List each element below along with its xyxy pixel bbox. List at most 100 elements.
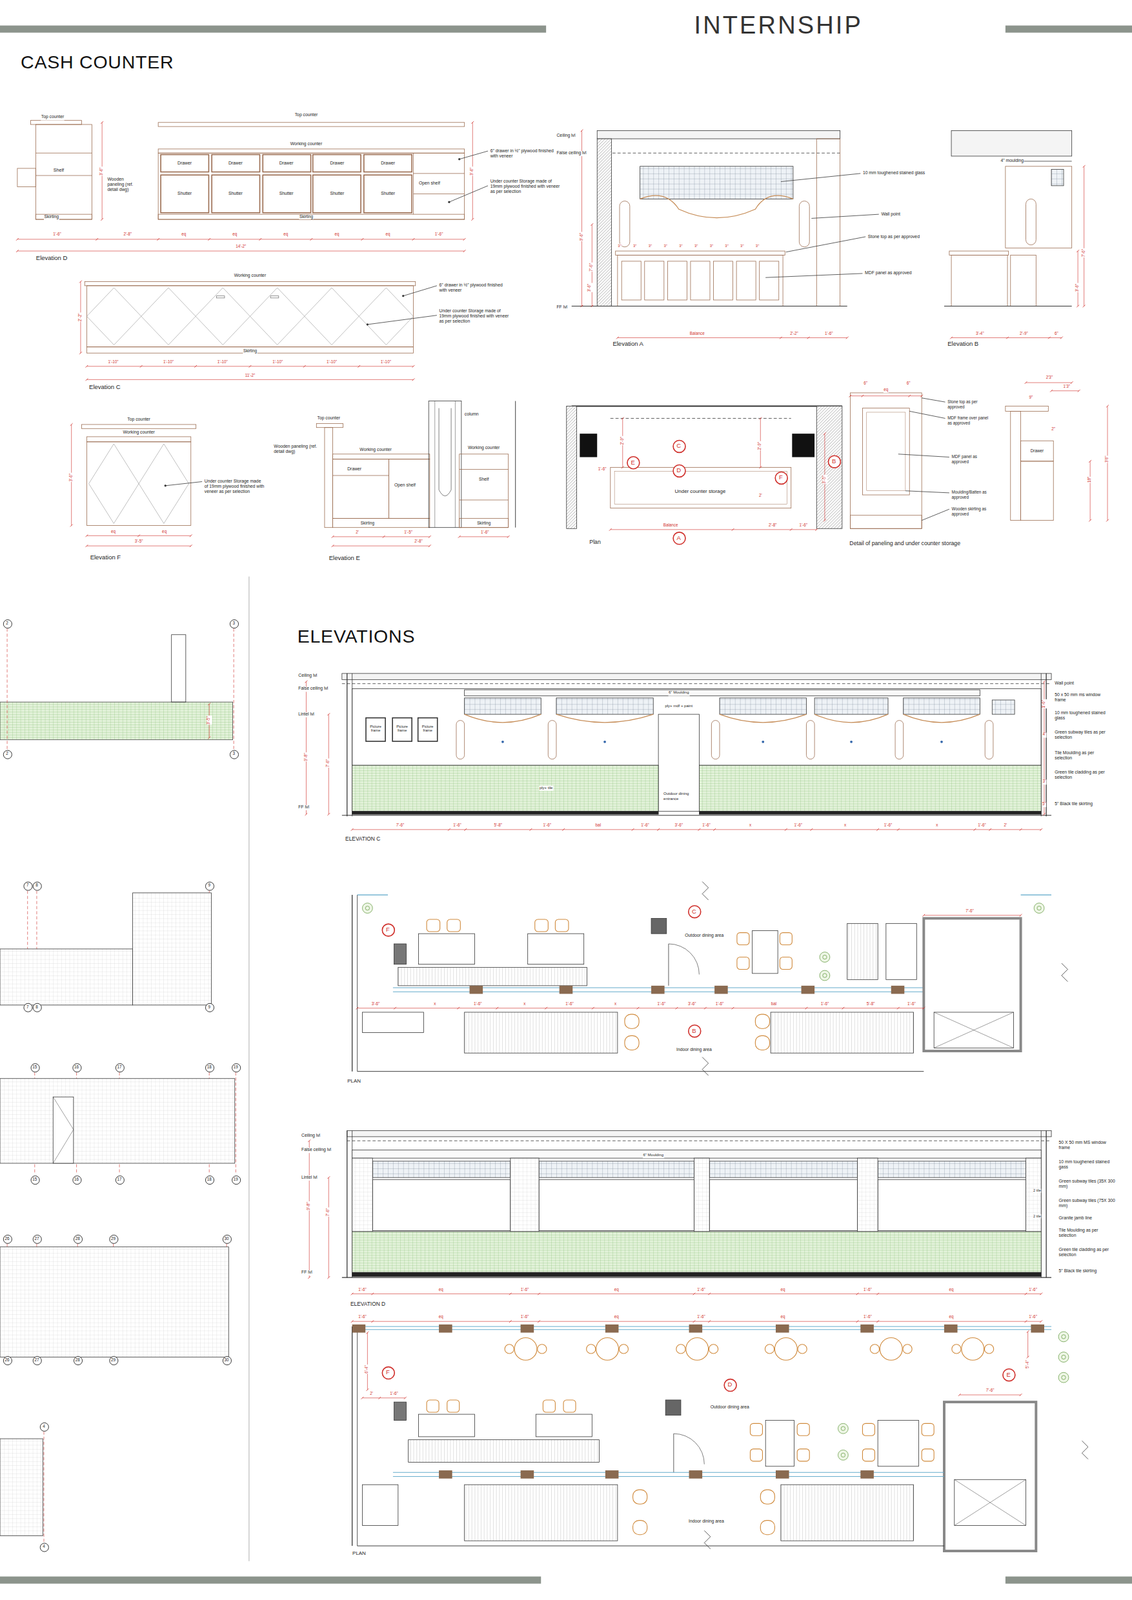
grid-number: 2 — [5, 621, 9, 627]
dimension-tick — [305, 813, 308, 816]
dimension-tick — [412, 365, 415, 368]
dimension-tick — [1082, 165, 1086, 168]
chair — [749, 1423, 763, 1436]
dimension-text: 1'-6" — [697, 1315, 707, 1321]
circle-outline — [3, 1235, 12, 1244]
annotation: Top counter — [127, 416, 151, 423]
annotation: 2 tile — [1033, 1188, 1042, 1193]
break-symbol — [702, 882, 708, 901]
paneling-detail — [849, 393, 922, 529]
section-callout: D — [723, 1378, 738, 1393]
chair — [586, 1344, 596, 1355]
dimension-tick — [922, 1007, 925, 1011]
cabinet-cell: Shutter — [211, 174, 261, 213]
annotation: 10 mm toughened stained gass — [1058, 1160, 1117, 1171]
chair — [537, 1344, 547, 1355]
cell-label: Drawer — [380, 160, 395, 166]
line — [454, 401, 456, 528]
dimension-text: 6" — [906, 382, 911, 387]
dimension-line — [1107, 405, 1109, 521]
dimension-tick — [361, 1397, 364, 1400]
dimension-line — [459, 536, 509, 537]
subway-tile-jamb — [693, 1158, 710, 1233]
dimension-tick — [922, 914, 925, 918]
dimension-text: 2'3" — [1045, 375, 1053, 381]
door-leaf — [673, 1434, 674, 1473]
chair — [862, 1449, 875, 1462]
grid-bubble: 29 — [108, 1355, 118, 1365]
dimension-tick — [697, 828, 701, 832]
annotation: Shelf — [478, 477, 489, 483]
dimension-text: 18" — [1088, 476, 1093, 483]
dimension-tick — [1039, 1320, 1043, 1324]
grid-bubble: 26 — [2, 1234, 12, 1244]
dimension-tick — [156, 238, 160, 241]
leader-dot — [458, 158, 461, 161]
table — [418, 933, 475, 965]
annotation: Elevation C — [89, 384, 121, 392]
annotation: Outdoor dining entrance — [663, 792, 695, 802]
divider — [248, 576, 250, 1562]
annotation: FF lvl — [301, 1270, 314, 1276]
dimension-tick — [357, 365, 361, 368]
grid-number: 30 — [224, 1237, 230, 1242]
dimension-text: 3'-5" — [822, 475, 827, 485]
dimension-text: 7'-6" — [965, 909, 975, 914]
glazing — [1020, 894, 1052, 896]
grid-number: 8 — [35, 1005, 39, 1011]
dimension-tick — [856, 1320, 860, 1324]
column-groove — [438, 408, 452, 497]
dimension-text: 2'-9" — [620, 436, 625, 446]
dimension-text: Balance — [689, 331, 705, 337]
dimension-tick — [758, 465, 762, 469]
dimension-line — [1083, 166, 1085, 307]
chair — [797, 1423, 810, 1436]
dimension-text: 3' — [1042, 779, 1047, 785]
dimension-line — [328, 1177, 330, 1278]
annotation: Working counter — [289, 141, 323, 147]
floor-level — [342, 1277, 1052, 1279]
dimension-tick — [463, 238, 466, 241]
plant — [1061, 1355, 1066, 1360]
annotation: Working counter — [233, 272, 266, 279]
section-callout: E — [626, 455, 640, 470]
skirting — [849, 515, 922, 530]
dimension-line — [357, 1008, 925, 1009]
tile-area — [0, 1439, 43, 1537]
dimension-tick — [731, 528, 735, 532]
line — [52, 1097, 74, 1131]
dimension-text: 1'-6" — [702, 823, 712, 829]
booth — [464, 1485, 618, 1542]
callout-letter: D — [676, 467, 681, 474]
callout-letter: F — [778, 474, 783, 481]
callout-letter: B — [691, 1027, 696, 1034]
annotation: MDF frame over panel as approved — [947, 416, 989, 426]
grid-number: 3 — [232, 751, 235, 757]
dimension-tick — [590, 305, 594, 308]
dimension-tick — [988, 828, 992, 832]
grid-bubble: 19 — [231, 1062, 241, 1072]
chair — [542, 1400, 556, 1413]
circle-outline — [73, 1235, 82, 1244]
dimension-text: 2' — [758, 493, 763, 499]
dimension-text: Balance — [662, 523, 679, 528]
dimension-tick — [1019, 1394, 1023, 1397]
dimension-tick — [137, 534, 141, 537]
dimension-text: 3'-6" — [587, 283, 593, 293]
grid-number: 27 — [34, 1237, 39, 1242]
dimension-tick — [79, 280, 82, 284]
round-table — [774, 1337, 798, 1361]
plant — [822, 973, 827, 978]
dimension-tick — [631, 828, 635, 832]
dimension-line — [333, 536, 430, 537]
grid-number: 18 — [207, 1177, 212, 1183]
annotation: column — [464, 411, 479, 417]
wall-point — [761, 740, 765, 744]
round-table — [514, 1337, 537, 1361]
tile-area — [0, 949, 133, 1006]
stained-glass — [814, 698, 889, 715]
dimension-line — [581, 130, 583, 306]
grid-bubble: 28 — [72, 1355, 82, 1365]
